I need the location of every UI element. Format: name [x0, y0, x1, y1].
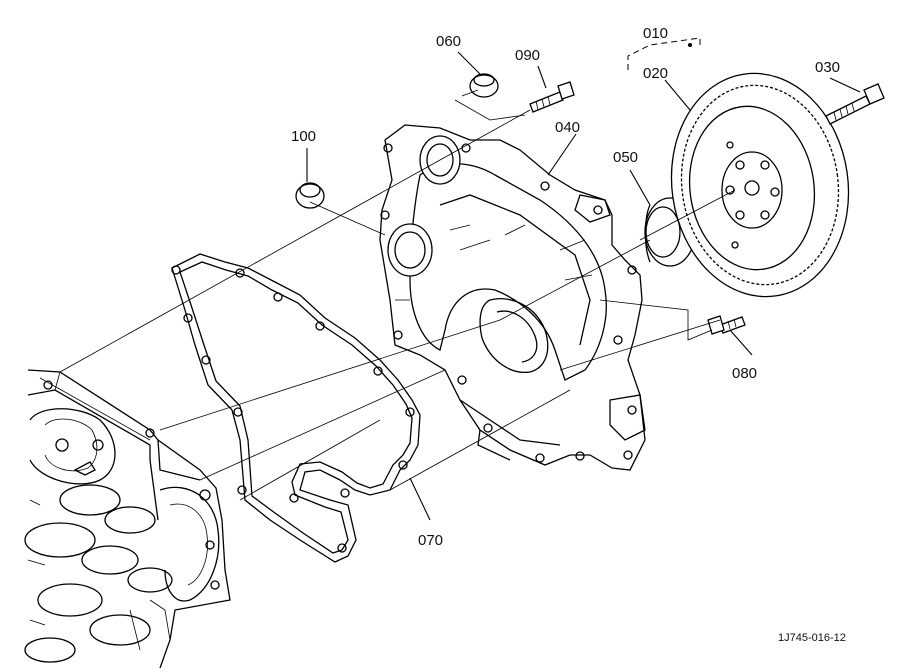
- housing-bolt-upper: [529, 81, 575, 113]
- reference-code: 1J745-016-12: [778, 632, 846, 644]
- callout-labels: 010 020 030 040 050 060 070 080 090 100: [291, 25, 840, 549]
- callout-060: 060: [436, 33, 461, 50]
- flywheel-bolt: [825, 83, 885, 125]
- housing-gasket: [171, 253, 421, 563]
- callout-090: 090: [515, 47, 540, 64]
- housing-bolt-lower: [707, 315, 746, 335]
- flywheel: [670, 72, 850, 298]
- callout-030: 030: [815, 59, 840, 76]
- alignment-lines: [59, 89, 736, 501]
- engine-block: [24, 369, 231, 668]
- flywheel-housing: [379, 124, 646, 471]
- callout-100: 100: [291, 128, 316, 145]
- callout-040: 040: [555, 119, 580, 136]
- plug-cap: [469, 73, 499, 98]
- leader-lines: [306, 37, 861, 521]
- callout-050: 050: [613, 149, 638, 166]
- callout-010: 010: [643, 25, 668, 42]
- callout-020: 020: [643, 65, 668, 82]
- plug-cap-small: [295, 182, 325, 209]
- callout-070: 070: [418, 532, 443, 549]
- callout-080: 080: [732, 365, 757, 382]
